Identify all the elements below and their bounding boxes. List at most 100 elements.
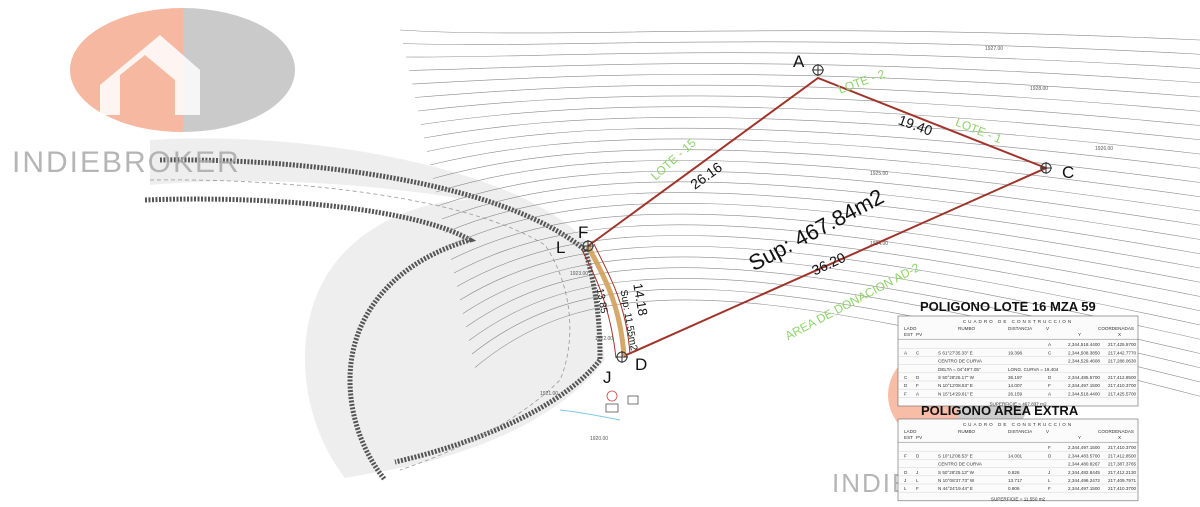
contour-line (441, 181, 1200, 240)
table-cell: F (904, 453, 907, 458)
table-cell: 217,412.8500 (1108, 453, 1137, 458)
table-cell: 2,344,496.2472 (1068, 478, 1100, 483)
vertex-label-a: A (793, 52, 805, 71)
vertex-markers (582, 64, 1052, 363)
table-cell: 2,344,529.4608 (1068, 359, 1100, 364)
table-cell: D (1048, 375, 1052, 380)
table-cell: C (904, 375, 908, 380)
lot-boundary (581, 76, 1049, 359)
table1-title: POLIGONO LOTE 16 MZA 59 (920, 299, 1096, 314)
contour-line (450, 213, 1200, 283)
table-cell: L (904, 486, 907, 491)
table-cell: CENTRO DE CURVA (938, 462, 983, 467)
contour-elevation-label: 1928.00 (1030, 86, 1048, 92)
contour-line (459, 245, 1200, 326)
table-cell: J (1048, 470, 1050, 475)
table-header: CUADRO DE CONSTRUCCION (963, 319, 1073, 324)
table-cell: L (1048, 478, 1051, 483)
table-cell: S 10°12'08.53" E (938, 453, 973, 458)
contour-line (456, 235, 1200, 312)
table-column-header: COORDENADAS (1098, 326, 1134, 331)
curve-boundary-outer (593, 243, 631, 355)
table-column-header: RUMBO (958, 429, 976, 434)
table-column-header: LADO (904, 429, 917, 434)
table-cell: 2,344,497.1500 (1068, 486, 1100, 491)
table-cell: S 50°28'25.13" W (938, 470, 975, 475)
contour-line (432, 149, 1200, 198)
contour-elevation-label: 1927.00 (985, 46, 1003, 52)
table-cell: 217,410.3700 (1108, 383, 1137, 388)
table-cell: LONG. CURVA = 19.404 (1008, 367, 1059, 372)
table-cell: 217,442.7770 (1108, 350, 1137, 355)
distance-label-af: 26.16 (687, 159, 725, 193)
table-subheader: PV (916, 332, 923, 337)
table-cell: A (916, 391, 920, 396)
contour-line (411, 74, 1200, 98)
contour-line (462, 256, 1200, 340)
vertex-label-j: J (603, 368, 612, 387)
curve-boundary-inner (581, 249, 617, 359)
contour-line (426, 127, 1200, 169)
table-subheader: Y (1078, 435, 1081, 440)
contour-line (417, 95, 1200, 126)
table-cell: A (1048, 391, 1052, 396)
table-subheader: Y (1078, 332, 1081, 337)
table2-title: POLIGONO AREA EXTRA (921, 403, 1079, 418)
table-cell: 2,344,497.1500 (1068, 383, 1100, 388)
distance-label-cd: 36.20 (809, 249, 848, 278)
road-area (144, 138, 605, 482)
table-cell: 217,409.7971 (1108, 478, 1137, 483)
table-subheader: EST (904, 332, 913, 337)
vertex-label-d: D (635, 355, 647, 374)
road-outer-curb (144, 196, 477, 482)
road-surface (150, 138, 605, 479)
contour-line (447, 203, 1200, 269)
table-cell: 217,387.3765 (1108, 462, 1137, 467)
table-cell: 217,412.2130 (1108, 470, 1137, 475)
table-cell: 2,344,485.5700 (1068, 375, 1100, 380)
contour-line (438, 170, 1200, 226)
table-cell: 217,288.0630 (1108, 359, 1137, 364)
contour-line (429, 138, 1200, 183)
road-inner-curb (159, 157, 603, 465)
table-subheader: X (1118, 332, 1121, 337)
table-header: CUADRO DE CONSTRUCCION (963, 422, 1073, 427)
table-column-header: DISTANCIA (1008, 429, 1033, 434)
table-surface: SUPERFICIE = 11.550 m2 (991, 496, 1046, 501)
table2: CUADRO DE CONSTRUCCION LADO RUMBO DISTANCIA… (897, 418, 1139, 501)
table-cell: 217,425.5700 (1108, 342, 1137, 347)
table-column-header: LADO (904, 326, 917, 331)
table-cell: C (916, 350, 920, 355)
table-cell: F (1048, 445, 1051, 450)
contour-elevation-label: 1923.00 (570, 271, 588, 277)
table-cell: C (1048, 350, 1052, 355)
vertex-label-l: L (556, 238, 565, 257)
contour-line (420, 106, 1200, 141)
table-cell: L (916, 478, 919, 483)
contour-elevation-label: 1920.00 (590, 436, 608, 442)
table-subheader: EST (904, 435, 913, 440)
table-cell: 2,344,483.5700 (1068, 453, 1100, 458)
table-cell: 14.007 (1008, 383, 1022, 388)
table-cell: 0.806 (1008, 486, 1020, 491)
curve-boundary (585, 244, 627, 357)
table-cell: 26.159 (1008, 391, 1022, 396)
table-cell: 13.717 (1008, 478, 1022, 483)
table-surface: SUPERFICIE = 467.837 m2 (989, 402, 1047, 407)
table-cell: 2,344,518.4400 (1068, 342, 1100, 347)
table-column-header: V (1046, 326, 1050, 331)
table-cell: 0.826 (1008, 470, 1020, 475)
boundary-line (587, 76, 1049, 357)
contour-line (399, 29, 1200, 41)
contour-elevation-label: 1924.00 (870, 241, 888, 247)
table-column-header: V (1046, 429, 1050, 434)
table-cell: 19.398 (1008, 350, 1022, 355)
table-cell: F (916, 486, 919, 491)
table-cell: N 15°14'29.61" E (938, 391, 973, 396)
vertex-label-f: F (578, 223, 588, 242)
contour-line (408, 63, 1200, 84)
table-cell: F (1048, 383, 1051, 388)
distance-label-fd: 14.18 (630, 282, 650, 317)
contour-elevation-label: 1922.00 (595, 336, 613, 342)
table-cell: 217,410.3700 (1108, 486, 1137, 491)
